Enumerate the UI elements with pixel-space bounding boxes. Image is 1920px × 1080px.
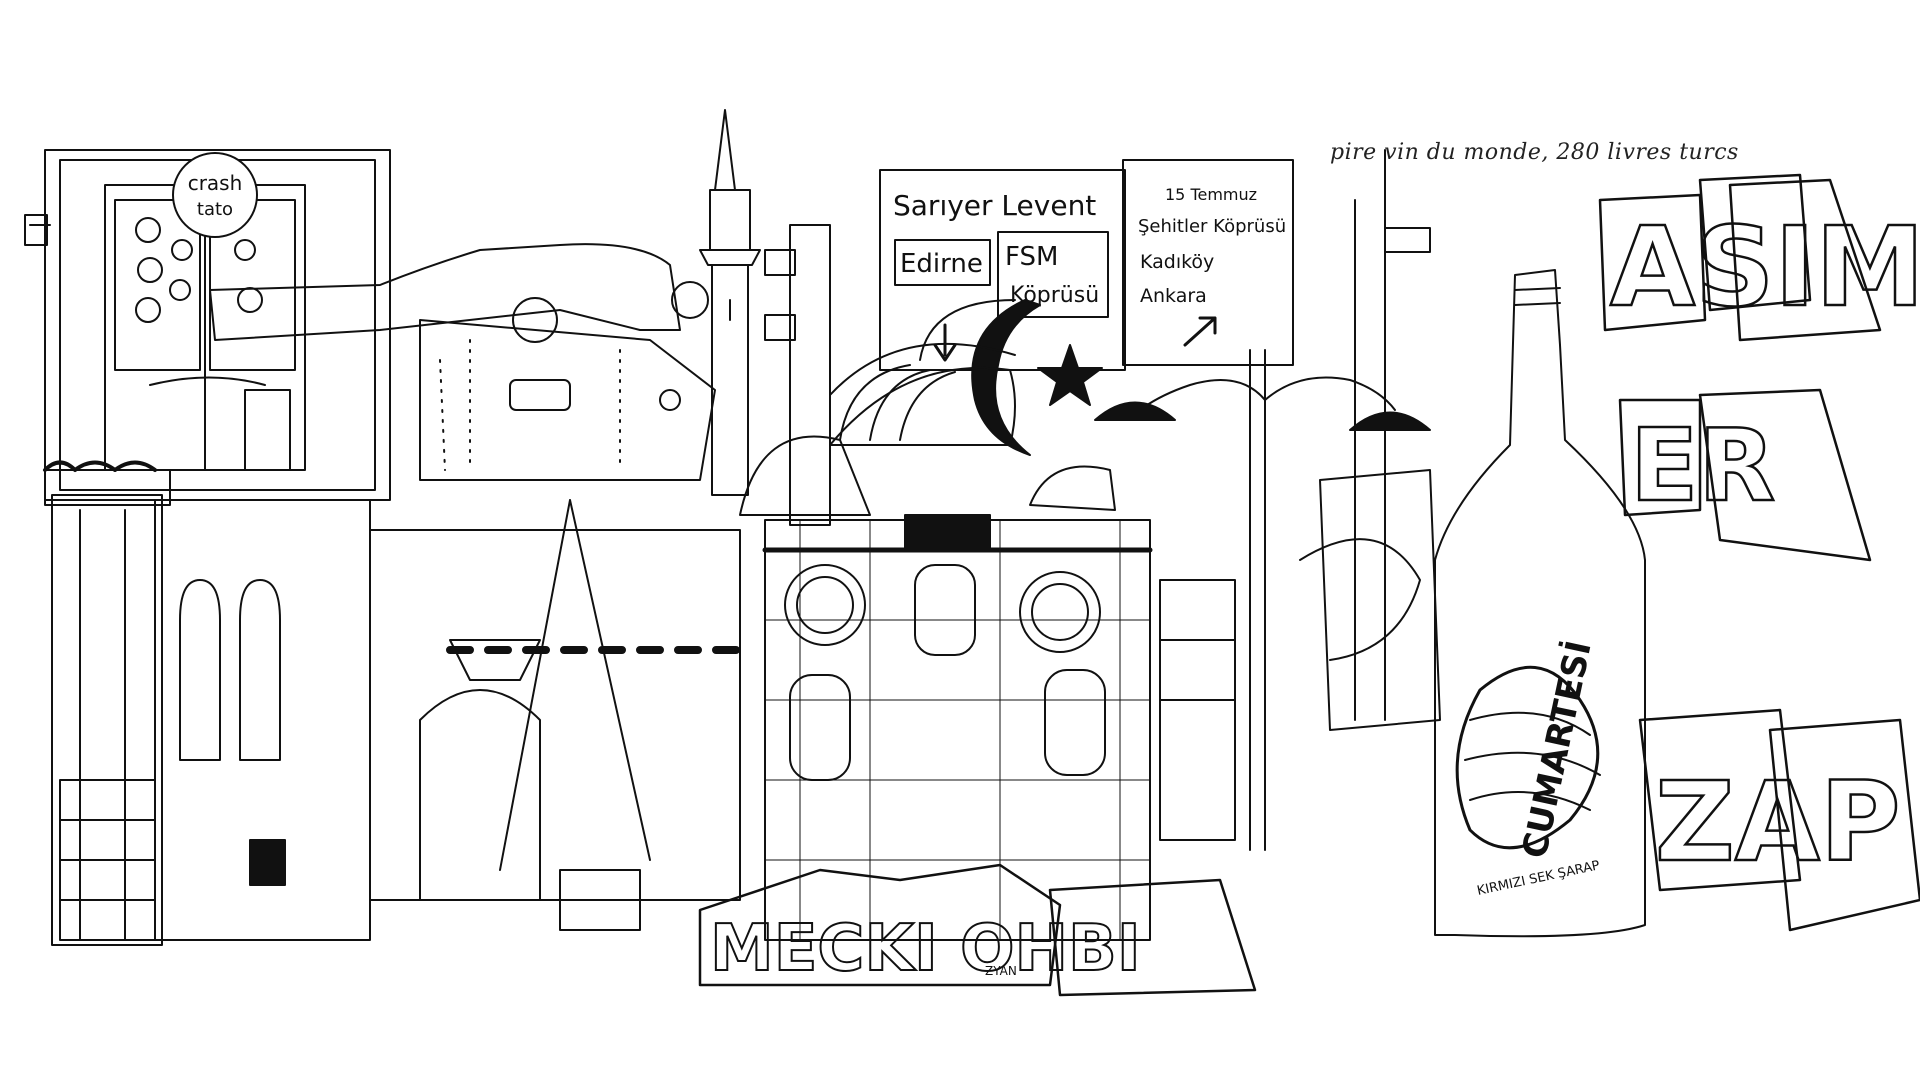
mosque [739, 299, 1153, 941]
graffiti-signature: ZYAN [985, 964, 1017, 978]
sign-poles [764, 149, 1431, 851]
crash-tato-badge: crash tato [172, 152, 258, 238]
tower-left [43, 460, 171, 946]
badge-line1: crash [188, 171, 243, 195]
sign-left-box2-line2: Köprüsü [1010, 283, 1099, 308]
sign-left-top-line: Sarıyer Levent [893, 189, 1096, 222]
graffiti-text: MECKI OHBI ZYAN ASIM ER ZAP [709, 202, 1920, 987]
steam-machine [209, 243, 716, 481]
graffiti-right-mid: ER [1630, 407, 1775, 524]
bottle-label: CUMARTESİ KIRMIZI SEK ŞARAP [1476, 637, 1602, 899]
bottle-brand: CUMARTESİ [1514, 637, 1600, 862]
badge-line2: tato [197, 199, 233, 220]
road-sign-left: Sarıyer Levent Edirne FSM Köprüsü [893, 189, 1099, 308]
sign-left-box1: Edirne [900, 249, 983, 279]
graffiti-outlines [698, 173, 1920, 997]
bottle-subtitle: KIRMIZI SEK ŞARAP [1476, 858, 1602, 899]
sign-right-line3: Kadıköy [1140, 251, 1214, 273]
buildings-right [1159, 469, 1441, 841]
wine-bottle [1434, 269, 1646, 938]
sign-right-line4: Ankara [1140, 285, 1207, 307]
sign-left-box2-line1: FSM [1005, 242, 1058, 272]
graffiti-right-top: ASIM [1610, 203, 1920, 331]
wine-caption: pire vin du monde, 280 livres turcs [1330, 140, 1739, 165]
sign-right-line2: Şehitler Köprüsü [1138, 216, 1286, 237]
road-sign-right-frame [1122, 159, 1294, 366]
sign-right-line1: 15 Temmuz [1165, 185, 1257, 204]
graffiti-bottom-center: MECKI OHBI [710, 912, 1141, 986]
road-sign-right: 15 Temmuz Şehitler Köprüsü Kadıköy Ankar… [1138, 185, 1286, 307]
crescent-star [971, 299, 1103, 456]
minaret [699, 109, 761, 496]
street-lamp [1094, 376, 1431, 431]
graffiti-right-bottom: ZAP [1655, 758, 1901, 886]
buildings-middle [154, 499, 744, 941]
